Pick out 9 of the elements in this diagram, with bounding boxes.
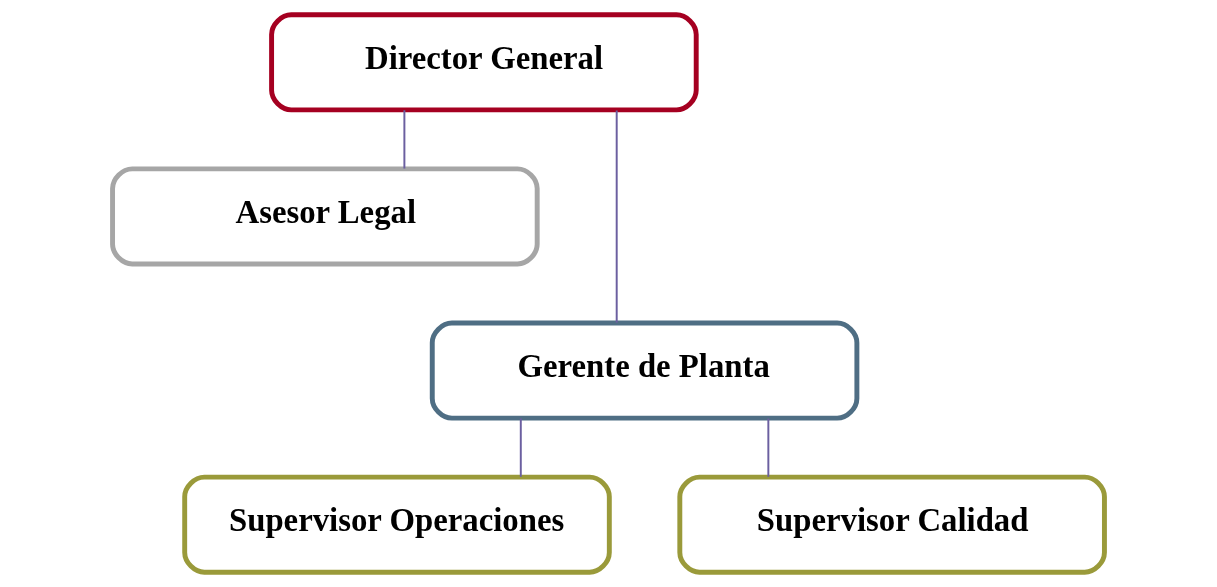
node-box: Supervisor Operaciones [182,474,612,575]
connector [615,109,618,324]
node-box: Gerente de Planta [429,320,860,421]
connector [519,417,522,478]
node-box: Asesor Legal [110,166,540,267]
node-box: Director General [269,12,699,113]
node-box: Supervisor Calidad [677,474,1107,575]
connector [403,109,406,170]
connector [767,417,770,478]
